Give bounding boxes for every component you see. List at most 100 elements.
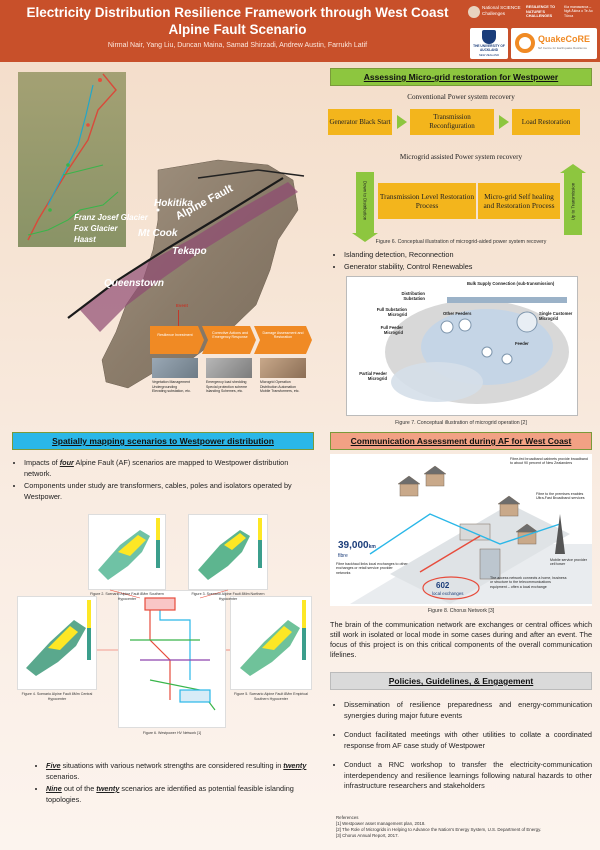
place-queenstown: Queenstown bbox=[104, 278, 164, 289]
map2-island bbox=[98, 530, 150, 580]
stage-1-item: Undergrounding bbox=[152, 384, 178, 389]
comms-body-text: The brain of the communication network a… bbox=[330, 620, 592, 659]
fig7-label: Other Feeders bbox=[443, 311, 472, 316]
place-haast: Haast bbox=[74, 235, 96, 244]
down-to-distribution-arrow: Down to Distribution bbox=[356, 172, 374, 234]
flow-generator-black-start: Generator Black Start bbox=[328, 109, 392, 135]
policies-section-header: Policies, Guidelines, & Engagement bbox=[330, 672, 592, 690]
stat-fibre-value: 39,000 bbox=[338, 540, 369, 551]
stage-2-list: Emergency load shedding Special protecti… bbox=[206, 380, 254, 394]
place-hokitika: Hokitika bbox=[154, 198, 193, 209]
spatial-bullet-1: Impacts of four Alpine Fault (AF) scenar… bbox=[24, 458, 312, 479]
chorus-label: Mobile service provider cell tower bbox=[550, 558, 587, 567]
spatial-bullet-1-post: Alpine Fault (AF) scenarios are mapped t… bbox=[24, 458, 289, 478]
nsc-logo: National SCIENCE Challenges bbox=[468, 3, 524, 25]
up-arrow-head bbox=[560, 164, 586, 173]
fig2-caption: Figure 2. Scenario Alpine Fault 8Mm Sout… bbox=[90, 592, 164, 601]
map3-island bbox=[198, 530, 250, 580]
chorus-label: Fibre to the premises enables Ultra-Fast… bbox=[536, 492, 585, 501]
reference-item: [1] Westpower asset management plan, 201… bbox=[336, 821, 426, 826]
westpower-inset-map bbox=[18, 72, 126, 247]
quakecore-sub-text: NZ Centre for Earthquake Resilience bbox=[538, 46, 588, 50]
quakecore-q-icon bbox=[515, 33, 535, 53]
spatial-bullet-4-mid: out of the bbox=[61, 784, 97, 793]
spatial-bullet-1-pre: Impacts of bbox=[24, 458, 60, 467]
mg-recovery-label: Microgrid assisted Power system recovery bbox=[399, 153, 523, 161]
reference-item: [3] Chorus Annual Report, 2017. bbox=[336, 833, 399, 838]
policy-bullet: Conduct a RNC workshop to transfer the e… bbox=[344, 760, 592, 792]
reference-item: [2] The Role of Microgrids in Helping to… bbox=[336, 827, 542, 832]
stage-3-item: Distribution Automation bbox=[260, 384, 296, 389]
fig7-label: Full Feeder Microgrid bbox=[380, 325, 403, 335]
stage-1-list: Vegetation Management Undergrounding Ele… bbox=[152, 380, 200, 394]
spatial-bullets-a: Impacts of four Alpine Fault (AF) scenar… bbox=[14, 458, 312, 504]
fig3-caption: Figure 3. Scenario Alpine Fault 8Mm Nort… bbox=[191, 592, 265, 601]
rnc-text-b: Kia manawaroa – Ngā Ākina o Te Ao Tūroa bbox=[564, 5, 593, 18]
microgrid-section-header: Assessing Micro-grid restoration for Wes… bbox=[330, 68, 592, 86]
chorus-label: The access network connects a home, busi… bbox=[490, 576, 567, 589]
down-arrow-head bbox=[352, 233, 378, 242]
policies-bullets: Dissemination of resilience preparedness… bbox=[334, 700, 592, 794]
nine-text: Nine bbox=[46, 784, 62, 793]
stat-fibre-unit: km bbox=[368, 544, 376, 550]
spatial-bullet-3-mid: situations with various network strength… bbox=[60, 761, 284, 770]
quakecore-logo: QuakeCoRE NZ Centre for Earthquake Resil… bbox=[511, 28, 597, 59]
network-lines bbox=[130, 597, 216, 711]
uoa-sub-text: NEW ZEALAND bbox=[478, 53, 500, 57]
policy-bullet: Dissemination of resilience preparedness… bbox=[344, 700, 592, 721]
figure-7-image: Bulk Supply Connection (sub-transmission… bbox=[346, 276, 578, 416]
stage-2-item: Emergency load shedding bbox=[206, 380, 247, 384]
stage-1-photo bbox=[152, 358, 198, 378]
westpower-network-map bbox=[118, 590, 226, 728]
place-franz-josef: Franz Josef Glacier bbox=[74, 213, 149, 222]
microgrid-bullet: Islanding detection, Reconnection bbox=[344, 250, 592, 260]
uoa-crest-icon bbox=[482, 30, 496, 44]
spatial-bullet-4: Nine out of the twenty scenarios are ide… bbox=[46, 784, 314, 805]
south-island-map: Hokitika Franz Josef Glacier Fox Glacier… bbox=[18, 72, 305, 389]
figure-8-caption: Figure 8. Chorus Network [3] bbox=[427, 608, 495, 614]
fault-line bbox=[67, 177, 284, 319]
microgrid-bullets: Islanding detection, Reconnection Genera… bbox=[334, 250, 592, 274]
microgrid-bullet: Generator stability, Control Renewables bbox=[344, 262, 592, 272]
place-fox-glacier: Fox Glacier bbox=[74, 224, 118, 233]
uoa-logo: THE UNIVERSITY OF AUCKLAND NEW ZEALAND bbox=[470, 28, 508, 59]
quakecore-text: QuakeCoRE bbox=[538, 34, 591, 44]
twenty-text: twenty bbox=[96, 784, 120, 793]
fig4-caption: Figure 4. Scenario Alpine Fault 8Mm Cent… bbox=[21, 692, 93, 701]
fault-zone bbox=[80, 182, 298, 332]
flow-load-restoration: Load Restoration bbox=[512, 109, 580, 135]
stage-3-item: Microgrid Operation bbox=[260, 380, 291, 384]
stat-exchanges-label: local exchanges bbox=[432, 591, 464, 596]
flow-arrow-1 bbox=[397, 115, 407, 129]
spatial-bullet-4-post: scenarios are identified as potential fe… bbox=[46, 784, 294, 804]
stage-3-item: Mobile Transformers, etc. bbox=[260, 389, 300, 393]
stage-1-label: Resilience Investment bbox=[157, 333, 193, 337]
stage-1-item: Elevating substation, etc. bbox=[152, 389, 191, 393]
chorus-label: Fibre backhaul links local exchanges to … bbox=[336, 562, 408, 575]
fig7-label: Bulk Supply Connection (sub-transmission… bbox=[467, 281, 555, 286]
spatial-bullet-3: Five situations with various network str… bbox=[46, 761, 314, 782]
spatial-bullet-1-em: four bbox=[59, 458, 74, 467]
spatial-section-header: Spatially mapping scenarios to Westpower… bbox=[12, 432, 314, 450]
place-tekapo: Tekapo bbox=[172, 246, 207, 257]
author-list: Nirmal Nair, Yang Liu, Duncan Maina, Sam… bbox=[107, 42, 368, 49]
fig7-label: Feeder bbox=[515, 341, 529, 346]
policy-bullet: Conduct facilitated meetings with other … bbox=[344, 730, 592, 751]
up-to-transmission-arrow: Up to Transmission bbox=[564, 173, 582, 235]
rnc-logo: RESILIENCE TO NATURE'S CHALLENGES Kia ma… bbox=[526, 3, 598, 25]
fig7-label: Distribution Substation bbox=[401, 291, 426, 301]
map4-island bbox=[26, 620, 86, 676]
place-mt-cook: Mt Cook bbox=[138, 228, 178, 239]
stat-fibre-label: fibre bbox=[338, 553, 348, 559]
fig7-label: Full Substation Microgrid bbox=[376, 307, 407, 317]
chorus-network-illustration bbox=[350, 465, 592, 604]
mg-self-healing: Micro-grid Self healing and Restoration … bbox=[478, 183, 560, 219]
chorus-network-figure: 39,000km fibre 602 local exchanges Fibre… bbox=[330, 454, 592, 606]
stage-1-item: Vegetation Management bbox=[152, 380, 190, 384]
stage-2-item: Special protection scheme bbox=[206, 384, 248, 389]
figure-6-caption: Figure 6. Conceptual illustration of mic… bbox=[375, 239, 547, 245]
map5-island bbox=[240, 620, 300, 676]
poster-title: Electricity Distribution Resilience Fram… bbox=[26, 5, 449, 37]
fig6-westpower-caption: Figure 6. Westpower HV Network [1] bbox=[142, 731, 202, 735]
